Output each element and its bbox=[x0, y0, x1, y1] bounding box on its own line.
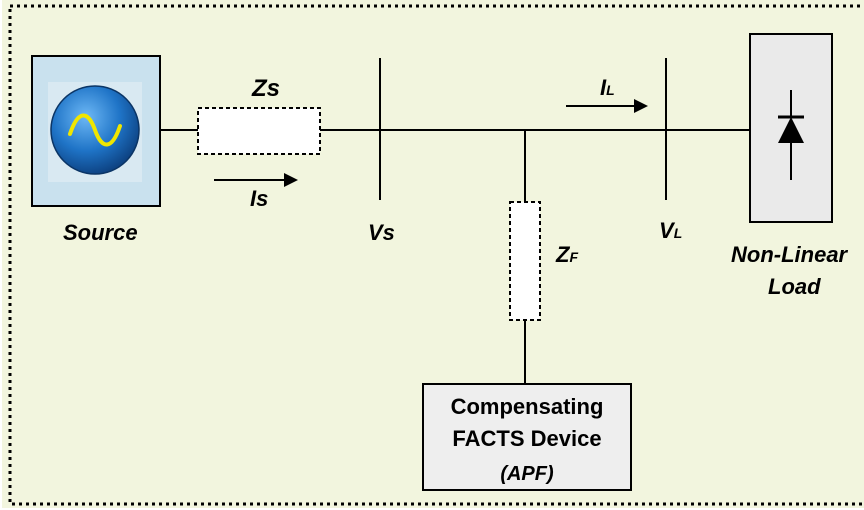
dotted-frame bbox=[8, 4, 864, 506]
vs-label: Vs bbox=[368, 220, 395, 245]
is-label: Is bbox=[250, 186, 268, 211]
compensator-line2: FACTS Device bbox=[452, 426, 601, 451]
load-label-line1: Non-Linear bbox=[731, 242, 849, 267]
il-label-sub: L bbox=[606, 82, 615, 98]
zf-label: ZF bbox=[555, 242, 578, 267]
zf-label-sub: F bbox=[569, 249, 578, 265]
load-label-line2: Load bbox=[768, 274, 821, 299]
compensator-line1: Compensating bbox=[451, 394, 604, 419]
is-arrow-icon bbox=[284, 173, 298, 187]
zf-impedance bbox=[509, 201, 541, 321]
diode-icon bbox=[778, 117, 804, 143]
vl-label: VL bbox=[659, 218, 682, 243]
zf-label-main: Z bbox=[555, 242, 571, 267]
zs-impedance bbox=[197, 107, 321, 155]
sine-wave-icon bbox=[68, 113, 122, 147]
compensator-box bbox=[422, 383, 632, 491]
vl-label-sub: L bbox=[674, 225, 683, 241]
compensator-line3: (APF) bbox=[500, 463, 554, 485]
zs-label: Zs bbox=[251, 75, 280, 102]
il-arrow-icon bbox=[634, 99, 648, 113]
il-label: IL bbox=[600, 75, 615, 100]
source-label: Source bbox=[63, 220, 138, 245]
vl-label-main: V bbox=[659, 218, 676, 243]
il-label-main: I bbox=[600, 75, 607, 100]
